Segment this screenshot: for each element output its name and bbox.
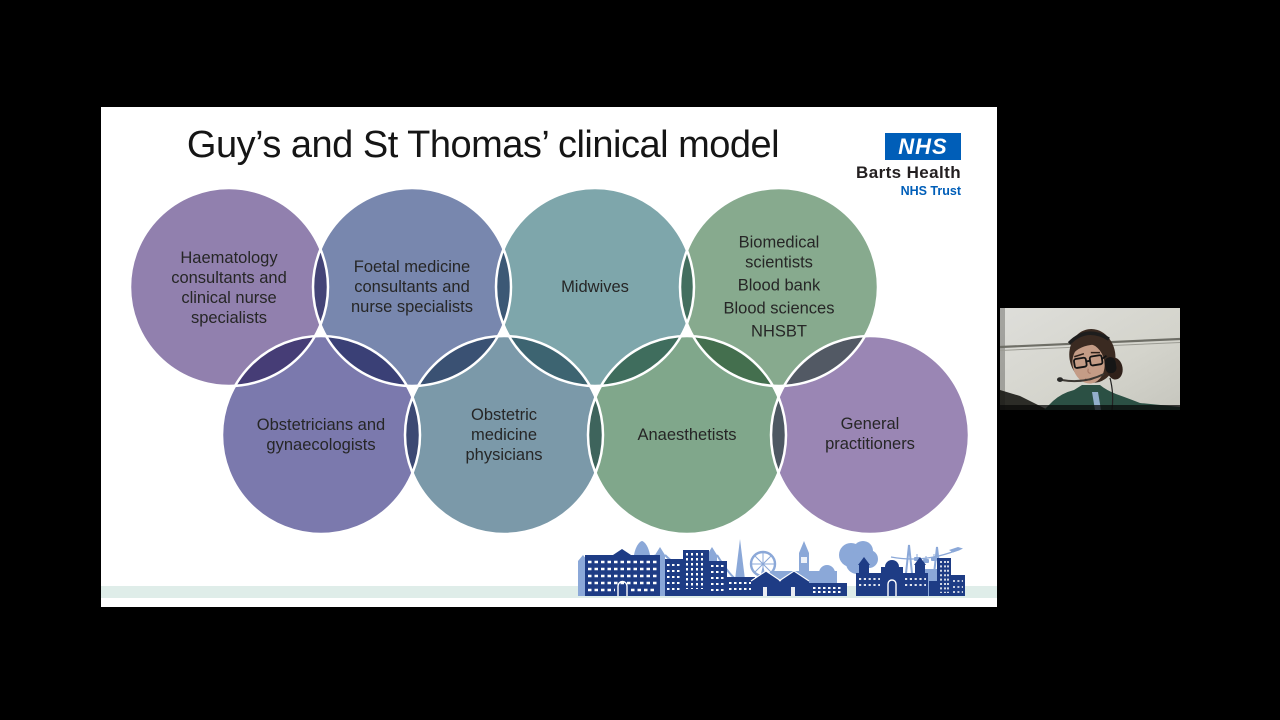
- venn-label-biomedical-item: Blood sciences: [723, 299, 835, 318]
- venn-label-biomedical-item: Blood bank: [737, 276, 821, 295]
- london-skyline-graphic: [578, 539, 965, 596]
- shirt: [1044, 385, 1180, 410]
- participant-avatar: [1000, 308, 1180, 410]
- headset-mic-boom: [1061, 373, 1105, 383]
- org-subtitle: NHS Trust: [900, 184, 961, 198]
- venn-label-obstetricians: Obstetricians and gynaecologists: [256, 416, 386, 454]
- venn-circle-general-practitioners: [771, 336, 969, 534]
- headset-mic-tip: [1057, 377, 1063, 382]
- org-name: Barts Health: [856, 163, 961, 182]
- venn-label-midwives: Midwives: [561, 278, 629, 296]
- headset-earcup: [1104, 357, 1117, 374]
- eyebrows: [1074, 351, 1100, 358]
- head: [1067, 328, 1123, 384]
- venn-circle-haematology: [130, 188, 328, 386]
- venn-label-foetal-medicine: Foetal medicine consultants and nurse sp…: [351, 258, 473, 316]
- venn-label-haematology: Haematology consultants and clinical nur…: [171, 249, 287, 327]
- venn-circle-anaesthetists: [588, 336, 786, 534]
- presentation-slide: Guy’s and St Thomas’ clinical model NHS …: [101, 107, 997, 607]
- face: [1072, 343, 1105, 384]
- nhs-logo: NHS Barts Health NHS Trust: [856, 133, 961, 198]
- venn-circle-fills: [130, 188, 969, 534]
- nhs-logo-box: NHS: [885, 133, 961, 160]
- venn-circle-midwives: [496, 188, 694, 386]
- venn-label-general-practitioners: General practitioners: [825, 415, 915, 453]
- nhs-logo-text: NHS: [898, 134, 948, 159]
- venn-label-biomedical-item: Biomedical scientists: [738, 233, 820, 272]
- venn-circle-obstetricians: [222, 336, 420, 534]
- venn-circle-obstetric-medicine: [405, 336, 603, 534]
- slide-title: Guy’s and St Thomas’ clinical model: [186, 124, 780, 166]
- venn-circle-outlines: [128, 186, 971, 536]
- venn-label-biomedical-item: NHSBT: [751, 322, 807, 341]
- venn-diagram: [128, 186, 971, 536]
- hair-fringe: [1069, 336, 1112, 360]
- headset-band: [1067, 331, 1110, 345]
- nose: [1087, 368, 1091, 374]
- venn-label-obstetric-medicine: Obstetric medicine physicians: [465, 406, 543, 464]
- skyline-foreground: [585, 549, 965, 596]
- venn-label-biomedical: Biomedical scientists Blood bank Blood s…: [719, 230, 839, 345]
- venn-circle-foetal-medicine: [313, 188, 511, 386]
- venn-circle-biomedical: [680, 188, 878, 386]
- participant-video-tile[interactable]: [1000, 308, 1180, 410]
- wall-shadow-left: [1000, 308, 1005, 410]
- venn-label-anaesthetists: Anaesthetists: [637, 426, 737, 444]
- bottom-vignette: [1000, 405, 1180, 410]
